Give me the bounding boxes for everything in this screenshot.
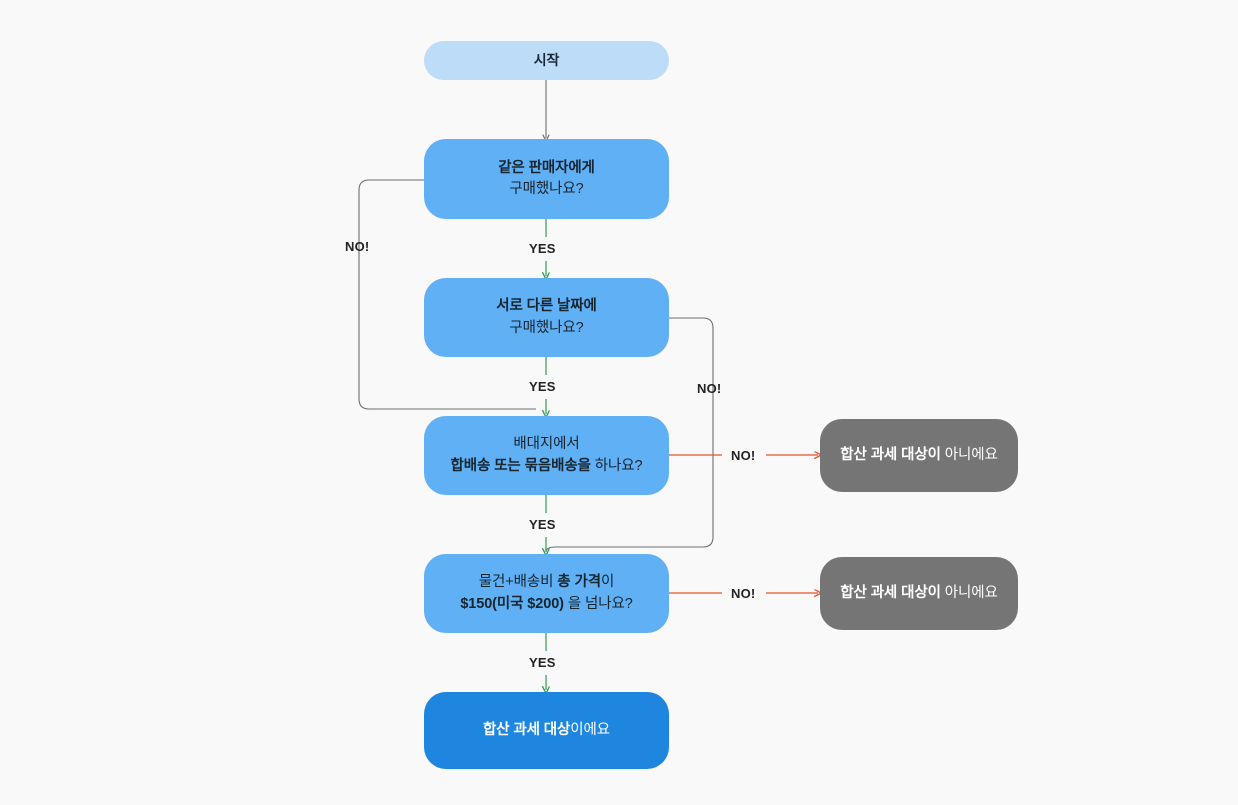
node-result-taxed[interactable]: 합산 과세 대상이에요	[424, 692, 669, 769]
result-taxed-text: 합산 과세 대상이에요	[483, 720, 610, 741]
decision4-line1-bold: 총 가격	[557, 574, 601, 591]
decision2-line2: 구매했나요?	[509, 319, 584, 336]
edge-label-yes-decision1: YES	[529, 241, 556, 256]
decision4-line1: 물건+배송비 총 가격이	[478, 572, 615, 593]
edge-label-no-decision2: NO!	[697, 381, 722, 396]
node-start-label: 시작	[533, 52, 560, 69]
edge-label-no-decision1: NO!	[345, 239, 370, 254]
decision2-line1: 서로 다른 날짜에	[496, 298, 597, 315]
result-not-taxed-1-text: 합산 과세 대상이 아니에요	[840, 445, 998, 466]
result-not-taxed-2-text: 합산 과세 대상이 아니에요	[840, 583, 998, 604]
decision1-line1: 같은 판매자에게	[498, 159, 595, 176]
node-decision-different-dates[interactable]: 서로 다른 날짜에 구매했나요?	[424, 278, 669, 357]
result-not-taxed-2-bold: 합산 과세 대상이	[840, 584, 941, 601]
result-not-taxed-1-rest: 아니에요	[940, 446, 998, 463]
edge-label-yes-decision2: YES	[529, 379, 556, 394]
edge-label-no-decision3: NO!	[731, 448, 756, 463]
edge-label-no-decision4: NO!	[731, 586, 756, 601]
node-decision-consolidated-shipping[interactable]: 배대지에서 합배송 또는 묶음배송을 하나요?	[424, 416, 669, 495]
edge-label-yes-decision4: YES	[529, 655, 556, 670]
node-result-not-taxed-2[interactable]: 합산 과세 대상이 아니에요	[820, 557, 1018, 630]
decision3-line2-rest: 하나요?	[590, 457, 643, 474]
decision3-line2-bold: 합배송 또는 묶음배송을	[450, 457, 591, 474]
edge-label-yes-decision3: YES	[529, 517, 556, 532]
decision4-line2: $150(미국 $200) 을 넘나요?	[460, 594, 632, 615]
decision4-line2-rest: 을 넘나요?	[563, 595, 633, 612]
node-decision-price-threshold[interactable]: 물건+배송비 총 가격이 $150(미국 $200) 을 넘나요?	[424, 554, 669, 633]
result-taxed-rest: 이에요	[570, 721, 611, 738]
result-not-taxed-2-rest: 아니에요	[940, 584, 998, 601]
decision3-line1: 배대지에서	[513, 436, 580, 453]
result-taxed-bold: 합산 과세 대상	[482, 721, 571, 738]
decision1-line2: 구매했나요?	[509, 181, 584, 197]
decision3-line2: 합배송 또는 묶음배송을 하나요?	[451, 456, 643, 477]
node-decision-same-seller[interactable]: 같은 판매자에게 구매했나요?	[424, 139, 669, 219]
node-result-not-taxed-1[interactable]: 합산 과세 대상이 아니에요	[820, 419, 1018, 492]
decision4-line1-post: 이	[600, 574, 615, 591]
node-start[interactable]: 시작	[424, 41, 669, 80]
result-not-taxed-1-bold: 합산 과세 대상이	[840, 446, 941, 463]
decision4-line1-pre: 물건+배송비	[478, 574, 558, 591]
decision4-line2-bold: $150(미국 $200)	[460, 595, 564, 612]
